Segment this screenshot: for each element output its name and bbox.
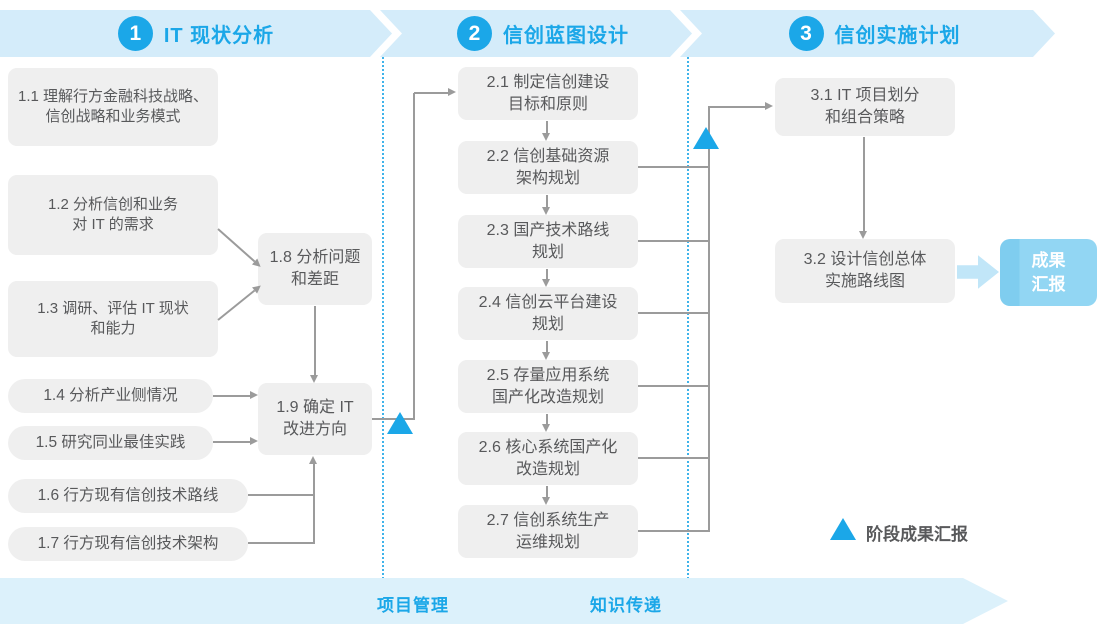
arrowhead-icon (448, 88, 456, 96)
result-report-box: 成果 汇报 (1000, 239, 1097, 306)
arrowhead-icon (542, 352, 550, 360)
step-box-2-2: 2.2 信创基础资源 架构规划 (458, 141, 638, 194)
connector-1-8-to-1-9 (314, 306, 316, 376)
connector-1-4-to-1-9 (213, 395, 250, 397)
arrowhead-icon (250, 391, 258, 399)
phase-1-title: IT 现状分析 (163, 25, 275, 47)
step-box-1-6: 1.6 行方现有信创技术路线 (8, 479, 248, 513)
step-box-1-7: 1.7 行方现有信创技术架构 (8, 527, 248, 561)
footer-item-project-management: 项目管理 (377, 596, 449, 615)
step-box-2-3: 2.3 国产技术路线 规划 (458, 215, 638, 268)
connector-2-4-to-2-5 (546, 341, 548, 353)
phase-2-number-badge: 2 (457, 16, 492, 51)
connector-2-2-to-2-3 (546, 195, 548, 207)
step-box-2-6: 2.6 核心系统国产化 改造规划 (458, 432, 638, 485)
connector-2-5-to-2-6 (546, 414, 548, 425)
bus-branch-2-5 (638, 385, 709, 387)
step-box-2-4: 2.4 信创云平台建设 规划 (458, 287, 638, 340)
legend-label: 阶段成果汇报 (866, 525, 968, 544)
phase-2-banner: 2 信创蓝图设计 (380, 10, 692, 57)
step-box-1-9: 1.9 确定 IT 改进方向 (258, 383, 372, 455)
step-box-1-3: 1.3 调研、评估 IT 现状 和能力 (8, 281, 218, 357)
footer-item-knowledge-transfer: 知识传递 (590, 596, 662, 615)
bus-branch-2-3 (638, 240, 709, 242)
step-box-2-7: 2.7 信创系统生产 运维规划 (458, 505, 638, 558)
arrowhead-icon (250, 437, 258, 445)
result-fat-arrow (957, 255, 999, 289)
phase-3-title: 信创实施计划 (834, 25, 961, 47)
connector-2-1-to-2-2 (546, 121, 548, 133)
connector-1-6-branch (248, 494, 314, 496)
arrowhead-icon (542, 207, 550, 215)
arrowhead-icon (542, 133, 550, 141)
connector-2-6-to-2-7 (546, 486, 548, 498)
connector-1-9-riser (413, 93, 415, 420)
legend-triangle-icon (830, 518, 856, 540)
arrowhead-icon (859, 231, 867, 239)
bus-branch-2-6 (638, 457, 709, 459)
step-box-2-1: 2.1 制定信创建设 目标和原则 (458, 67, 638, 120)
step-box-1-8: 1.8 分析问题 和差距 (258, 233, 372, 305)
connector-into-3-1 (710, 106, 767, 108)
step-box-1-4: 1.4 分析产业侧情况 (8, 379, 213, 413)
connector-1-7-branch (248, 542, 314, 544)
phase-2-title: 信创蓝图设计 (503, 25, 629, 47)
phase-1-banner: 1 IT 现状分析 (0, 10, 392, 57)
step-box-1-5: 1.5 研究同业最佳实践 (8, 426, 213, 460)
step-box-2-5: 2.5 存量应用系统 国产化改造规划 (458, 360, 638, 413)
arrowhead-icon (309, 456, 317, 464)
connector-1-3-to-1-8 (217, 282, 264, 321)
arrowhead-icon (542, 424, 550, 432)
footer-banner (0, 578, 1008, 624)
milestone-triangle-phase2-icon (693, 127, 719, 149)
connector-3-1-to-3-2 (863, 137, 865, 232)
phase-3-number-badge: 3 (789, 16, 824, 51)
arrowhead-icon (542, 279, 550, 287)
connector-1-6-1-7-riser (313, 463, 315, 544)
connector-1-5-to-1-9 (213, 441, 250, 443)
bus-branch-2-7 (638, 530, 709, 532)
arrowhead-icon (542, 497, 550, 505)
step-box-1-2: 1.2 分析信创和业务 对 IT 的需求 (8, 175, 218, 255)
step-box-1-1: 1.1 理解行方金融科技战略、 信创战略和业务模式 (8, 68, 218, 146)
phase-separator-1 (382, 57, 384, 579)
step-box-3-1: 3.1 IT 项目划分 和组合策略 (775, 78, 955, 136)
bus-branch-2-4 (638, 312, 709, 314)
arrowhead-icon (765, 102, 773, 110)
bus-branch-2-2 (638, 166, 709, 168)
phase-separator-2 (687, 57, 689, 579)
step-box-3-2: 3.2 设计信创总体 实施路线图 (775, 239, 955, 303)
arrowhead-icon (310, 375, 318, 383)
phase-3-banner: 3 信创实施计划 (680, 10, 1055, 57)
bus-riser (708, 106, 710, 532)
connector-1-2-to-1-8 (217, 228, 264, 270)
phase-1-number-badge: 1 (118, 16, 153, 51)
connector-into-2-1 (414, 92, 450, 94)
milestone-triangle-phase1-icon (387, 412, 413, 434)
connector-2-3-to-2-4 (546, 269, 548, 280)
